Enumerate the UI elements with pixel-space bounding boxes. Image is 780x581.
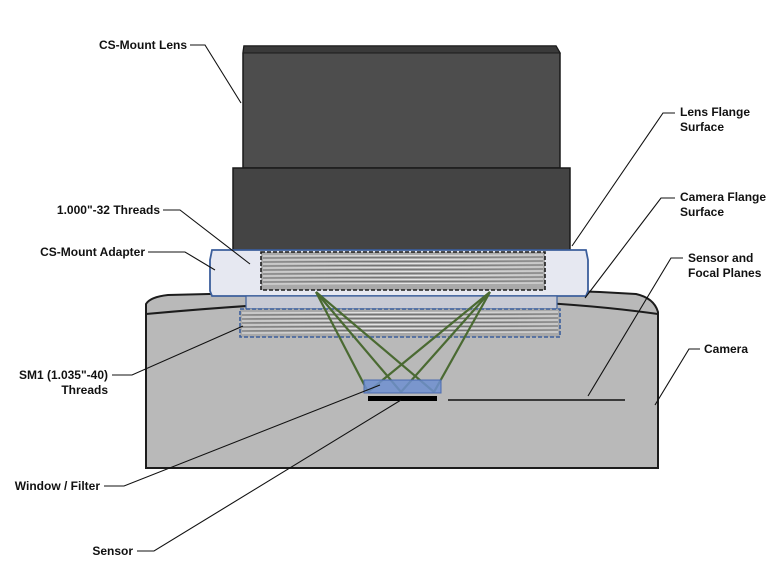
label-sensor-focal-planes-line2: Focal Planes	[688, 266, 762, 280]
label-window-filter: Window / Filter	[15, 479, 101, 493]
light-rays	[315, 291, 491, 393]
label-lens-flange-surface-line2: Surface	[680, 120, 724, 134]
threads-1000-32	[260, 251, 546, 291]
label-sensor: Sensor	[92, 544, 133, 558]
label-sensor-focal-planes-line1: Sensor and	[688, 251, 753, 265]
label-lens-flange-surface-line1: Lens Flange	[680, 105, 750, 119]
cs-mount-lens	[232, 45, 571, 251]
sensor	[368, 396, 437, 401]
label-camera: Camera	[704, 342, 748, 356]
window-filter	[363, 379, 442, 394]
leader-lines	[104, 44, 700, 552]
label-cs-mount-adapter: CS-Mount Adapter	[40, 245, 145, 259]
threads-sm1	[239, 308, 561, 338]
label-threads-1000-32: 1.000"-32 Threads	[57, 203, 160, 217]
label-sm1-threads-line1: SM1 (1.035"-40)	[19, 368, 108, 382]
label-cs-mount-lens: CS-Mount Lens	[99, 38, 187, 52]
label-sm1-threads-line2: Threads	[61, 383, 108, 397]
label-camera-flange-surface-line1: Camera Flange	[680, 190, 766, 204]
label-camera-flange-surface-line2: Surface	[680, 205, 724, 219]
